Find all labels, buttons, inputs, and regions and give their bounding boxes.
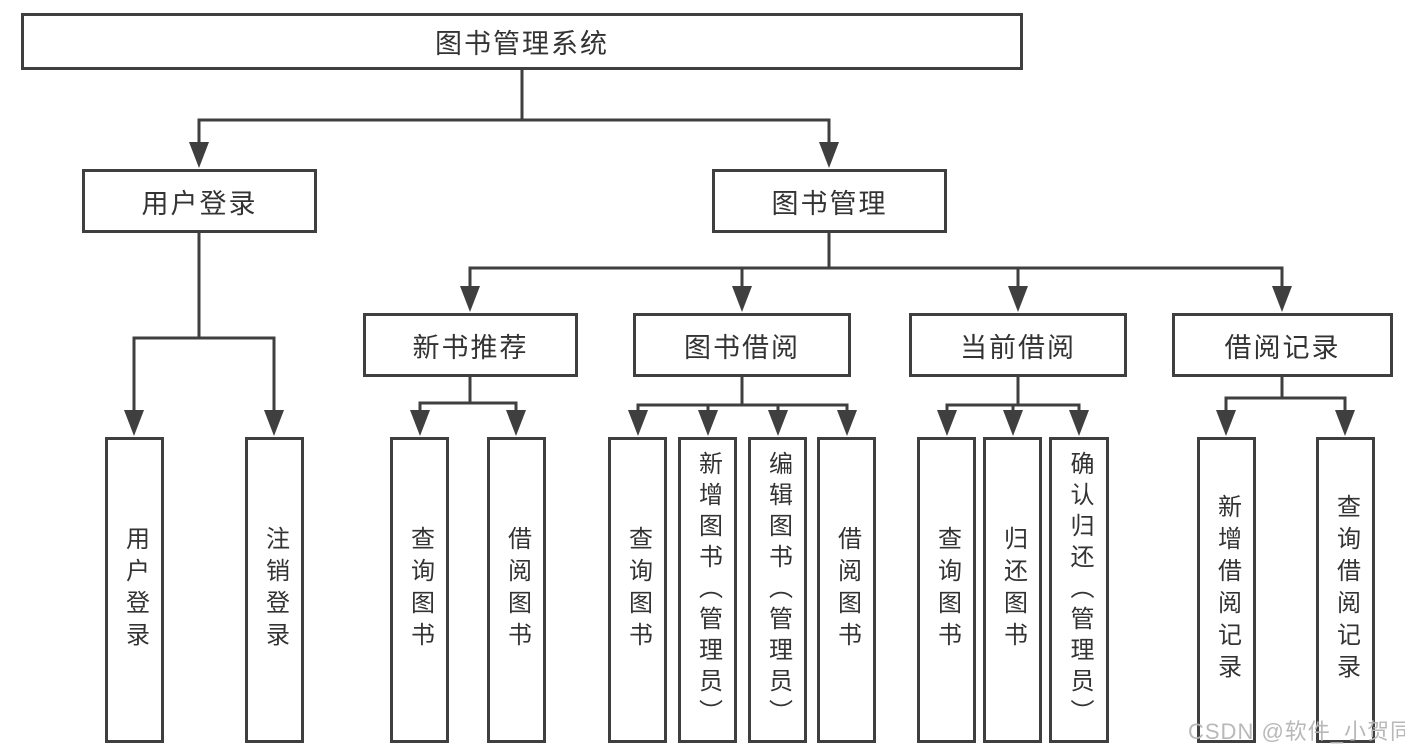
node-borrow-records: 借阅记录 xyxy=(1172,313,1393,377)
leaf-borrow-books: 借阅图书 xyxy=(817,437,876,743)
node-borrow-records-label: 借阅记录 xyxy=(1224,332,1341,363)
leaf-edit-books-admin-label: 编辑图书（管理员） xyxy=(764,450,792,730)
node-book-management-label: 图书管理 xyxy=(771,188,888,219)
node-system-root: 图书管理系统 xyxy=(21,13,1023,70)
leaf-query-books-recommend: 查询图书 xyxy=(390,437,449,743)
leaf-query-books-current-label: 查询图书 xyxy=(933,526,961,654)
csdn-watermark: CSDN @软件_小贺同学 xyxy=(1188,719,1405,744)
leaf-borrow-books-label: 借阅图书 xyxy=(833,526,861,654)
connector-borrow-records-to-leaves xyxy=(1216,374,1355,436)
leaf-confirm-return-admin-label: 确认归还（管理员） xyxy=(1066,450,1093,730)
node-book-borrow: 图书借阅 xyxy=(633,313,851,377)
leaf-add-borrow-record: 新增借阅记录 xyxy=(1197,437,1256,743)
connector-root-to-level1 xyxy=(189,67,839,168)
leaf-return-books: 归还图书 xyxy=(983,437,1042,743)
leaf-return-books-label: 归还图书 xyxy=(999,526,1027,654)
connector-user-login-to-leaves xyxy=(124,230,284,436)
leaf-add-books-admin-label: 新增图书（管理员） xyxy=(694,450,722,730)
leaf-logout-login-label: 注销登录 xyxy=(261,526,289,654)
connector-book-borrow-to-leaves xyxy=(628,374,857,436)
connector-book-mgmt-to-sections xyxy=(460,230,1292,312)
connector-current-borrow-to-leaves xyxy=(937,374,1089,436)
leaf-borrow-books-recommend: 借阅图书 xyxy=(487,437,546,743)
leaf-add-borrow-record-label: 新增借阅记录 xyxy=(1213,494,1241,686)
leaf-user-login-label: 用户登录 xyxy=(121,526,149,654)
node-system-root-label: 图书管理系统 xyxy=(435,29,609,59)
leaf-query-borrow-record-label: 查询借阅记录 xyxy=(1332,494,1360,686)
leaf-user-login: 用户登录 xyxy=(105,437,164,743)
leaf-query-borrow-record: 查询借阅记录 xyxy=(1316,437,1375,743)
leaf-query-books-recommend-label: 查询图书 xyxy=(406,526,434,654)
leaf-add-books-admin: 新增图书（管理员） xyxy=(678,437,737,743)
leaf-logout-login: 注销登录 xyxy=(245,437,304,743)
leaf-query-books-borrow: 查询图书 xyxy=(608,437,667,743)
node-user-login-label: 用户登录 xyxy=(141,188,258,219)
leaf-query-books-borrow-label: 查询图书 xyxy=(624,526,652,654)
node-user-login: 用户登录 xyxy=(82,169,317,233)
node-new-book-recommend-label: 新书推荐 xyxy=(412,332,529,363)
node-current-borrow: 当前借阅 xyxy=(909,313,1127,377)
node-book-management: 图书管理 xyxy=(712,169,947,233)
node-current-borrow-label: 当前借阅 xyxy=(960,332,1076,363)
leaf-borrow-books-recommend-label: 借阅图书 xyxy=(503,526,531,654)
leaf-confirm-return-admin: 确认归还（管理员） xyxy=(1049,437,1109,743)
connector-new-book-to-leaves xyxy=(410,374,526,436)
node-new-book-recommend: 新书推荐 xyxy=(363,313,578,377)
leaf-query-books-current: 查询图书 xyxy=(917,437,976,743)
leaf-edit-books-admin: 编辑图书（管理员） xyxy=(748,437,807,743)
node-book-borrow-label: 图书借阅 xyxy=(684,332,800,363)
